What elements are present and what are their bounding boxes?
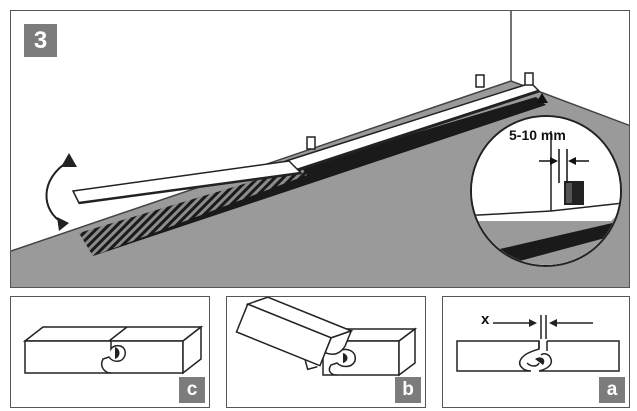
board-joint-edge: [79, 167, 307, 256]
detail-panel-c: c: [10, 296, 210, 408]
rotation-arrow-head-bottom: [57, 217, 69, 231]
detail-b-illustration: [235, 297, 418, 377]
detail-letter-c: c: [179, 377, 205, 403]
gap-marker-arrow: [536, 93, 548, 103]
spacer-3: [524, 72, 534, 86]
installation-scene: 5-10 mm: [11, 11, 629, 287]
spacer-1: [306, 136, 316, 150]
detail-a-illustration: [456, 315, 620, 372]
gap-detail-circle: [470, 115, 622, 267]
detail-c-illustration: [22, 325, 204, 375]
tilted-board-edge: [78, 171, 302, 205]
step-3-panel: 5-10 mm 3: [10, 10, 630, 288]
rotation-arrow-head-top: [61, 153, 77, 167]
first-row-board-edge: [293, 89, 540, 173]
spacer-2: [475, 74, 485, 88]
floor: [11, 81, 629, 287]
detail-letter-a: a: [599, 377, 625, 403]
step-number-badge: 3: [24, 24, 57, 57]
side-wall: [511, 11, 629, 126]
gap-symbol-label: x: [481, 311, 490, 328]
rotation-arrow-path: [45, 160, 70, 224]
detail-panel-b: b: [226, 296, 426, 408]
detail-panel-a: x a: [442, 296, 630, 408]
gap-measure-label: 5-10 mm: [509, 127, 566, 143]
detail-letter-b: b: [395, 377, 421, 403]
